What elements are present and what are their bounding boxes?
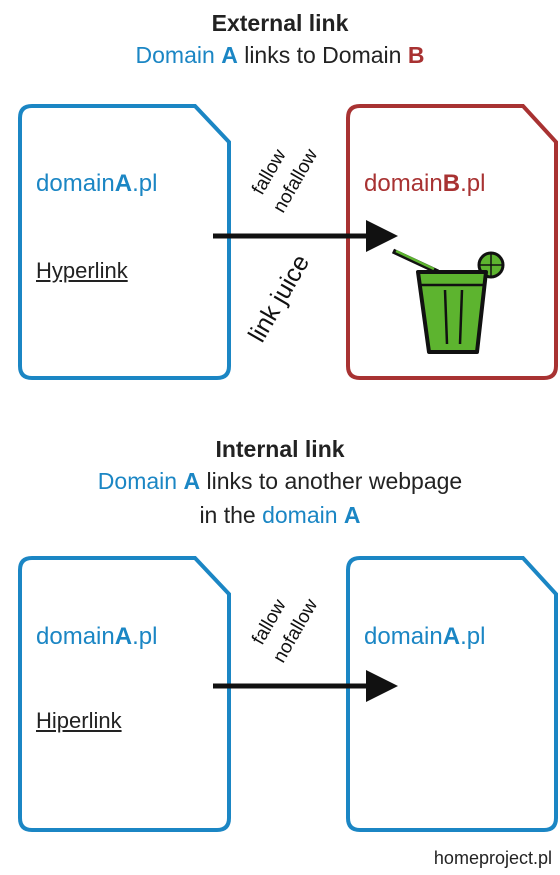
external-arrow-head xyxy=(366,220,398,252)
external-juice-label: link juice xyxy=(243,250,315,347)
external-source-document xyxy=(18,104,231,380)
credit-text: homeproject.pl xyxy=(433,848,552,868)
internal-source-document xyxy=(18,556,231,832)
external-source-domain: domainA.pl xyxy=(36,170,158,197)
external-subtitle: Domain A links to Domain B xyxy=(135,42,425,68)
external-hyperlink[interactable]: Hyperlink xyxy=(36,258,128,283)
internal-target-document xyxy=(346,556,558,832)
internal-subtitle-line2: in the domain A xyxy=(199,502,361,528)
external-title: External link xyxy=(211,10,349,36)
internal-source-domain: domainA.pl xyxy=(36,623,158,650)
juice-glass-icon xyxy=(391,248,505,354)
internal-title: Internal link xyxy=(215,436,345,462)
external-target-domain: domainB.pl xyxy=(364,170,486,197)
internal-subtitle-line1: Domain A links to another webpage xyxy=(97,468,463,494)
internal-hiperlink[interactable]: Hiperlink xyxy=(36,708,122,733)
external-target-document xyxy=(346,104,558,380)
internal-target-domain: domainA.pl xyxy=(364,623,486,650)
internal-arrow-head xyxy=(366,670,398,702)
